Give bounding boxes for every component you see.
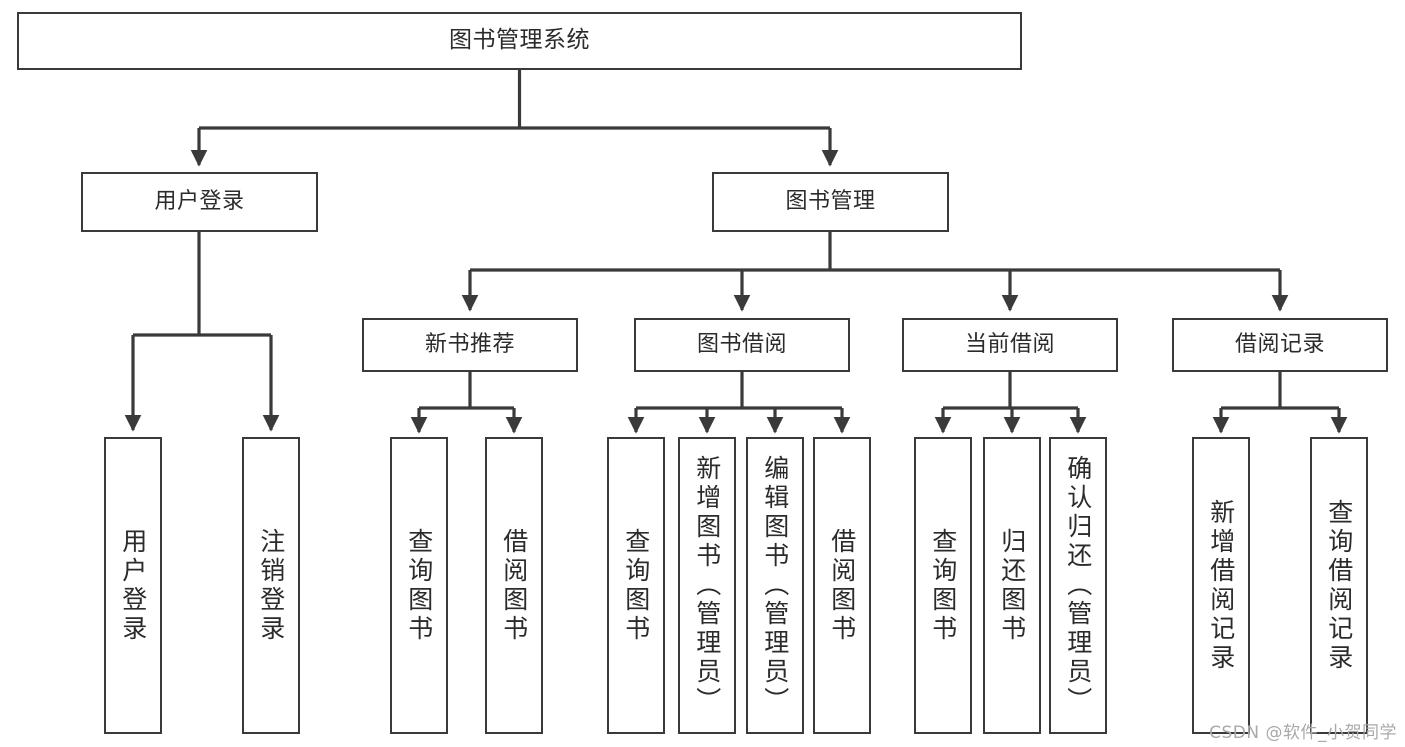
node-label: 查询图书 [621, 527, 651, 644]
node-label: 归还图书 [997, 527, 1027, 644]
node-leaf-borrow-book-1[interactable]: 借阅图书 [485, 437, 543, 734]
node-label: 新增借阅记录 [1206, 498, 1236, 673]
node-label: 查询图书 [928, 527, 958, 644]
node-borrow-record[interactable]: 借阅记录 [1172, 318, 1388, 372]
node-label: 当前借阅 [964, 332, 1055, 358]
node-label: 用户登录 [154, 189, 245, 215]
node-label: 注销登录 [256, 527, 286, 644]
node-label: 新书推荐 [424, 332, 515, 358]
node-leaf-query-book-1[interactable]: 查询图书 [390, 437, 448, 734]
node-label: 图书管理系统 [449, 27, 590, 54]
node-label: 借阅图书 [827, 527, 857, 644]
node-label: 借阅记录 [1234, 332, 1325, 358]
node-leaf-user-login[interactable]: 用户登录 [104, 437, 162, 734]
node-label: 确认归还（管理员） [1063, 455, 1093, 716]
node-current-borrow[interactable]: 当前借阅 [902, 318, 1118, 372]
node-label: 图书借阅 [696, 332, 787, 358]
node-root-book-management-system[interactable]: 图书管理系统 [17, 12, 1022, 70]
node-book-management[interactable]: 图书管理 [712, 172, 949, 232]
node-leaf-add-book[interactable]: 新增图书（管理员） [678, 437, 736, 734]
node-leaf-edit-book[interactable]: 编辑图书（管理员） [746, 437, 804, 734]
node-leaf-return-book[interactable]: 归还图书 [983, 437, 1041, 734]
watermark-text: CSDN @软件_小贺同学 [1209, 723, 1397, 743]
node-leaf-confirm-return[interactable]: 确认归还（管理员） [1049, 437, 1107, 734]
node-leaf-borrow-book-2[interactable]: 借阅图书 [813, 437, 871, 734]
node-leaf-query-book-2[interactable]: 查询图书 [607, 437, 665, 734]
node-leaf-user-logout[interactable]: 注销登录 [242, 437, 300, 734]
node-label: 编辑图书（管理员） [760, 455, 790, 716]
node-leaf-query-book-3[interactable]: 查询图书 [914, 437, 972, 734]
node-leaf-query-record[interactable]: 查询借阅记录 [1310, 437, 1368, 734]
node-label: 查询图书 [404, 527, 434, 644]
node-label: 用户登录 [118, 527, 148, 644]
node-new-book-recommend[interactable]: 新书推荐 [362, 318, 578, 372]
node-label: 新增图书（管理员） [692, 455, 722, 716]
node-leaf-add-record[interactable]: 新增借阅记录 [1192, 437, 1250, 734]
node-label: 借阅图书 [499, 527, 529, 644]
node-book-borrow[interactable]: 图书借阅 [634, 318, 850, 372]
node-user-login[interactable]: 用户登录 [81, 172, 318, 232]
node-label: 查询借阅记录 [1324, 498, 1354, 673]
node-label: 图书管理 [785, 189, 876, 215]
